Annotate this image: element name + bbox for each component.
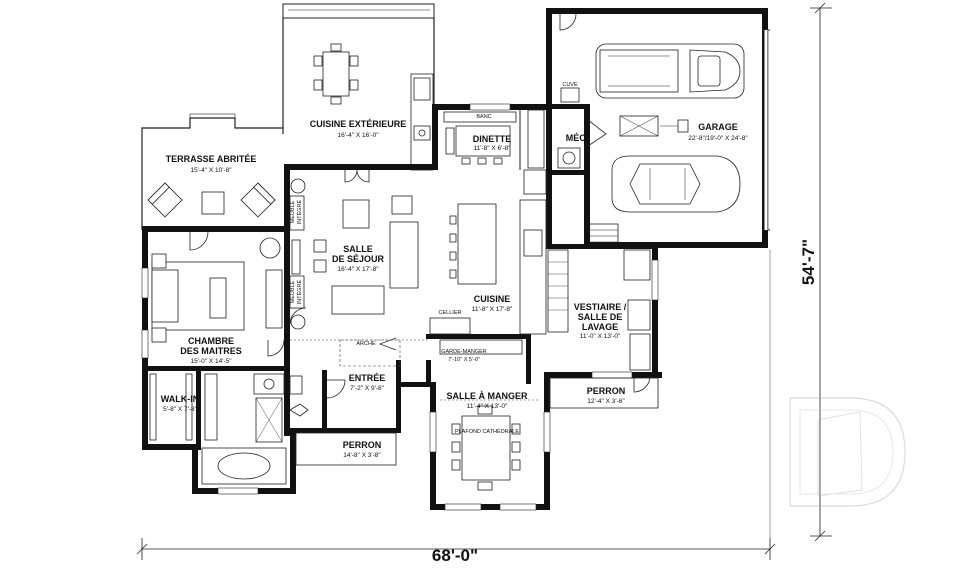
label-vestiaire-1: VESTIAIRE / <box>574 302 627 312</box>
label-meuble-1a: MEUBLE <box>290 200 296 223</box>
label-vestiaire-3: LAVAGE <box>582 322 618 332</box>
dim-garage: 22'-8"/19'-0" X 24'-8" <box>688 135 748 142</box>
dim-sejour: 16'-4" X 17'-8" <box>337 266 379 273</box>
label-cellier: CELLIER <box>439 310 462 316</box>
label-meuble-1b: INTÉGRÉ <box>296 199 303 224</box>
label-meuble-2b: INTÉGRÉ <box>296 279 303 304</box>
label-arche: ARCHE <box>356 341 376 347</box>
label-dinette: DINETTE <box>473 134 512 144</box>
label-chambre-1: CHAMBRE <box>188 336 234 346</box>
label-cuve: CUVE <box>562 82 578 88</box>
garage-area <box>546 8 770 249</box>
dim-walk-in: 5'-8" X 7'-8" <box>163 406 198 413</box>
dimension-lines <box>136 2 832 560</box>
label-cuisine-exterieure: CUISINE EXTÉRIEURE <box>310 119 407 129</box>
label-chambre-2: DES MAITRES <box>180 346 242 356</box>
label-salle-manger: SALLE À MANGER <box>447 391 529 401</box>
label-perron-droite: PERRON <box>587 386 626 396</box>
logo-watermark <box>789 397 906 507</box>
room-labels: CUISINE EXTÉRIEURE 16'-4" X 16'-0" TERRA… <box>161 82 749 459</box>
dim-terrasse: 15'-4" X 10'-8" <box>190 167 232 174</box>
dim-chambre: 15'-0" X 14'-5" <box>190 358 232 365</box>
label-perron-avant: PERRON <box>343 440 382 450</box>
label-mec: MÉC. <box>566 133 589 143</box>
dim-salle-manger: 11'-4" X 13'-0" <box>467 403 508 410</box>
label-walk-in: WALK-IN <box>161 394 200 404</box>
label-plafond: PLAFOND CATHÉDRALE <box>455 428 519 435</box>
dim-perron-avant: 14'-8" X 3'-8" <box>343 452 381 459</box>
label-banc: BANC <box>476 114 491 120</box>
dim-vestiaire: 11'-0" X 13'-0" <box>580 333 621 340</box>
dim-dinette: 11'-8" X 6'-8" <box>474 145 512 152</box>
label-garage: GARAGE <box>698 122 738 132</box>
label-entree: ENTRÉE <box>349 373 386 383</box>
mechanical-room <box>546 87 607 244</box>
dim-cuisine: 11'-8" X 17'-8" <box>472 306 513 313</box>
label-sejour-2: DE SÉJOUR <box>332 254 385 264</box>
furniture <box>149 109 659 491</box>
dim-cuisine-exterieure: 16'-4" X 16'-0" <box>337 132 379 139</box>
depth-dimension: 54'-7" <box>799 239 818 285</box>
label-meuble-2a: MEUBLE <box>290 280 296 303</box>
label-vestiaire-2: SALLE DE <box>578 312 623 322</box>
windows <box>141 103 659 511</box>
dim-perron-droite: 12'-4" X 3'-6" <box>587 398 625 405</box>
label-sejour-1: SALLE <box>343 244 373 254</box>
label-cuisine: CUISINE <box>474 294 511 304</box>
outdoor-kitchen-area <box>282 3 435 171</box>
terrace-area <box>141 113 283 230</box>
label-terrasse: TERRASSE ABRITÉE <box>166 154 257 164</box>
width-dimension: 68'-0" <box>432 546 478 565</box>
dim-entree: 7'-2" X 9'-8" <box>350 385 385 392</box>
label-garde-manger: GARDE-MANGER <box>441 349 487 355</box>
dim-garde-manger: 7'-10" X 5'-0" <box>448 357 480 363</box>
